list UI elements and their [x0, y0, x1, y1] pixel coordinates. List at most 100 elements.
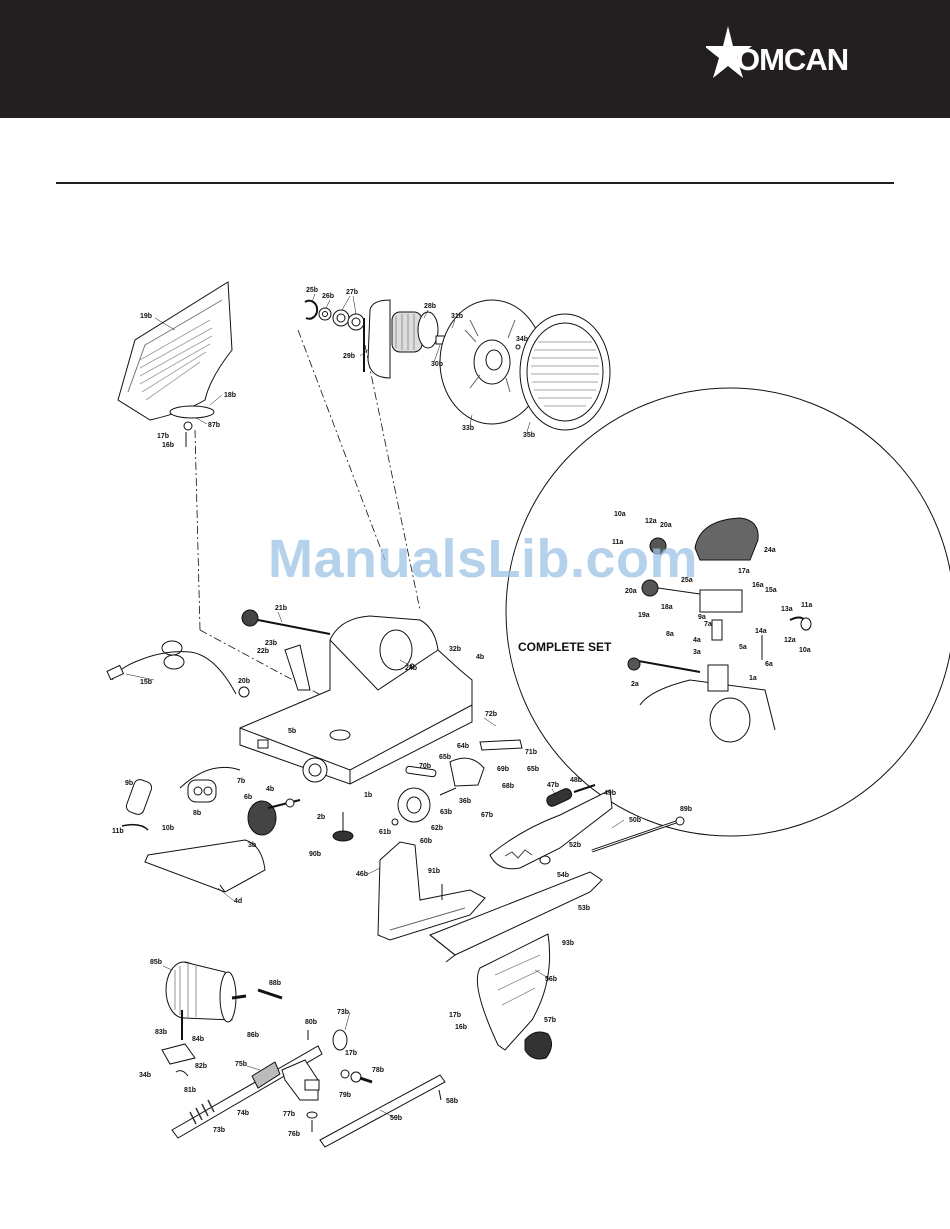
logo-text: OMCAN: [736, 42, 849, 77]
callout: 10a: [614, 511, 626, 518]
control-knob-3b: [247, 798, 301, 836]
inset-title: COMPLETE SET: [518, 640, 612, 654]
power-cable-15b: [106, 640, 250, 698]
callout: 16b: [455, 1024, 467, 1031]
callout: 49b: [604, 790, 616, 797]
leader-lines: [125, 293, 625, 1119]
callout: 31b: [451, 313, 463, 320]
callout: 4b: [266, 786, 274, 793]
callout: 61b: [379, 829, 391, 836]
deflector-plate-19b: [117, 281, 233, 447]
callout: 11a: [801, 602, 812, 609]
callout: 7a: [704, 621, 712, 628]
callout: 4a: [693, 637, 701, 644]
callout: 2b: [317, 814, 325, 821]
callout: 87b: [208, 422, 220, 429]
callout: 10a: [799, 647, 811, 654]
callout: 1b: [364, 792, 372, 799]
switch-8b: [187, 779, 217, 803]
callout: 74b: [237, 1110, 249, 1117]
callout: 84b: [192, 1036, 204, 1043]
callout: 89b: [680, 806, 692, 813]
carriage-assembly: [429, 784, 685, 963]
watermark: ManualsLib.com: [268, 529, 699, 589]
callout: 65b: [439, 754, 451, 761]
callout: 58b: [446, 1098, 458, 1105]
callout: 72b: [485, 711, 497, 718]
callout: 11b: [112, 828, 124, 835]
callout: 25b: [306, 287, 318, 294]
callout: 85b: [150, 959, 162, 966]
callout: 25a: [681, 577, 693, 584]
callout: 75b: [235, 1061, 247, 1068]
callout: 83b: [155, 1029, 167, 1036]
callout: 88b: [269, 980, 281, 987]
callout: 69b: [497, 766, 509, 773]
callout: 93b: [562, 940, 574, 947]
shaft-bearing-group: [304, 299, 451, 379]
callout: 30b: [431, 361, 443, 368]
callout: 53b: [578, 905, 590, 912]
callout: 21b: [275, 605, 287, 612]
header-bar: OMCAN: [0, 0, 950, 118]
callout: 6b: [244, 794, 252, 801]
callout: 34b: [139, 1072, 151, 1079]
callout: 73b: [213, 1127, 225, 1134]
callout: 35b: [523, 432, 535, 439]
callout: 59b: [390, 1115, 402, 1122]
callout: 82b: [195, 1063, 207, 1070]
callout: 71b: [525, 749, 537, 756]
callout: 68b: [502, 783, 514, 790]
callout-labels: 25b 26b 27b 28b 31b 29b 30b 34b 33b 35b …: [112, 287, 812, 1138]
callout: 20b: [238, 678, 250, 685]
feed-shaft-74b: [171, 1029, 373, 1139]
header-rule: [56, 182, 894, 184]
callout: 81b: [184, 1087, 196, 1094]
callout: 24b: [405, 665, 417, 672]
callout: 34b: [516, 336, 528, 343]
callout: 60b: [420, 838, 432, 845]
callout: 67b: [481, 812, 493, 819]
callout: 91b: [428, 868, 440, 875]
callout: 73b: [337, 1009, 349, 1016]
callout: 20a: [625, 588, 637, 595]
callout: 77b: [283, 1111, 295, 1118]
callout: 76b: [288, 1131, 300, 1138]
callout: 13a: [781, 606, 793, 613]
callout: 54b: [557, 872, 569, 879]
callout: 32b: [449, 646, 461, 653]
callout: 17b: [157, 433, 169, 440]
callout: 20a: [660, 522, 672, 529]
callout: 63b: [440, 809, 452, 816]
flat-bar-59b: [319, 1074, 446, 1148]
callout: 33b: [462, 425, 474, 432]
callout: 11a: [612, 539, 623, 546]
blade-pulley-33b: [439, 299, 545, 425]
callout: 10b: [162, 825, 174, 832]
callout: 5a: [739, 644, 747, 651]
blade-guard-35b: [519, 313, 611, 431]
callout: 79b: [339, 1092, 351, 1099]
callout: 15b: [140, 679, 152, 686]
motor-85b: [161, 961, 283, 1077]
callout: 18a: [661, 604, 673, 611]
callout: 9a: [698, 614, 706, 621]
gauge-assembly: [391, 739, 523, 826]
callout: 9b: [125, 780, 133, 787]
foot-90b: [332, 812, 354, 842]
callout: 80b: [305, 1019, 317, 1026]
callout: 23b: [265, 640, 277, 647]
callout: 6a: [765, 661, 773, 668]
callout: 8a: [666, 631, 674, 638]
callout: 90b: [309, 851, 321, 858]
callout: 62b: [431, 825, 443, 832]
callout: 28b: [424, 303, 436, 310]
callout: 52b: [569, 842, 581, 849]
callout: 18b: [224, 392, 236, 399]
callout: 16b: [162, 442, 174, 449]
callout: 17a: [738, 568, 750, 575]
callout: 19a: [638, 612, 650, 619]
callout: 14a: [755, 628, 767, 635]
callout: 29b: [343, 353, 355, 360]
product-tray-46b: [377, 841, 486, 941]
